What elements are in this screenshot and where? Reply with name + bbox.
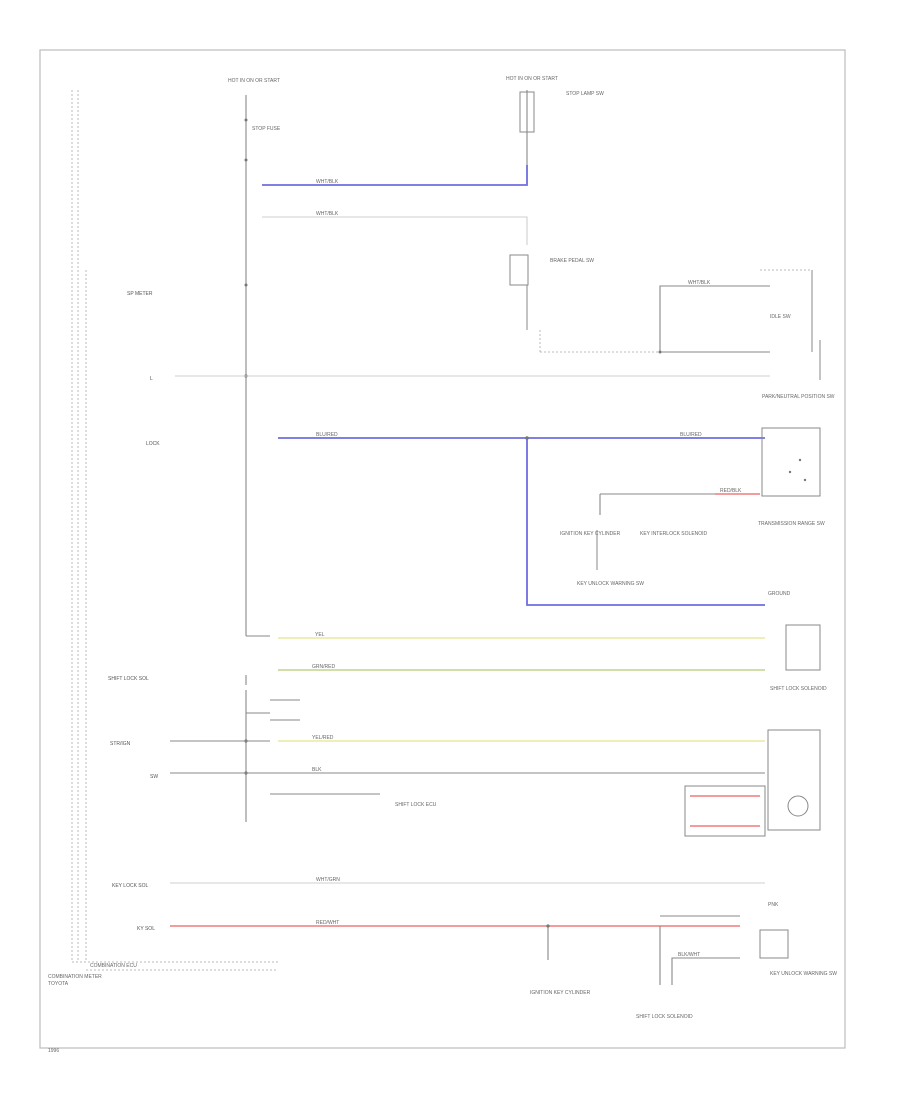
stop-lamp-sw-label: STOP LAMP SW — [566, 91, 604, 97]
wire-label-5: BLU/RED — [680, 432, 702, 438]
side-key-lock: KEY LOCK SOL — [112, 883, 149, 889]
ignition-cyl-label: IGNITION KEY CYLINDER — [560, 531, 621, 537]
trans-range-sw — [761, 427, 821, 497]
ecu-label-1: COMBINATION ECU — [90, 963, 137, 969]
side-lock: LOCK — [146, 441, 160, 447]
wire-label-10: BLK — [312, 767, 322, 773]
brake-sw-label: BRAKE PEDAL SW — [550, 258, 594, 264]
pnk-label: PNK — [768, 902, 779, 908]
wire-label-4: BLU/RED — [316, 432, 338, 438]
wire-label-6: RED/BLK — [720, 488, 742, 494]
ground-label: GROUND — [768, 591, 791, 597]
side-shift-lock: SHIFT LOCK SOL — [108, 676, 149, 682]
wire-label-3: WHT/BLK — [688, 280, 711, 286]
wire-label-7: YEL — [315, 632, 325, 638]
ecu-label-3: TOYOTA — [48, 981, 69, 987]
wire-label-1: WHT/BLK — [316, 179, 339, 185]
idle-sw-label: IDLE SW — [770, 314, 791, 320]
side-sw: SW — [150, 774, 158, 780]
ecu-box-label: SHIFT LOCK ECU — [395, 802, 437, 808]
key-unlock-sw — [759, 929, 789, 959]
side-sp-meter: SP METER — [127, 291, 153, 297]
wire-label-12: RED/WHT — [316, 920, 339, 926]
ecu-boundary — [71, 90, 278, 971]
stop-fuse-label: STOP FUSE — [252, 126, 281, 132]
key-reminder-label: KEY UNLOCK WARNING SW — [577, 581, 644, 587]
top-fuse-label: HOT IN ON OR START — [506, 76, 558, 82]
trans-sw-label: TRANSMISSION RANGE SW — [758, 521, 825, 527]
hot-fuse-label: HOT IN ON OR START — [228, 78, 280, 84]
lower-box-label: SHIFT LOCK SOLENOID — [636, 1014, 693, 1020]
wire-label-2: WHT/BLK — [316, 211, 339, 217]
ecu-box — [767, 729, 821, 831]
shift-lock-sol-label: SHIFT LOCK SOLENOID — [770, 686, 827, 692]
key-cyl-lower-label: IGNITION KEY CYLINDER — [530, 990, 591, 996]
key-interlock-label: KEY INTERLOCK SOLENOID — [640, 531, 708, 537]
side-l: L — [150, 376, 153, 382]
wire-label-8: GRN/RED — [312, 664, 335, 670]
footer-mark: 1996 — [48, 1048, 59, 1054]
wire-label-11: WHT/GRN — [316, 877, 340, 883]
wire-label-13: BLK/WHT — [678, 952, 700, 958]
key-sw-label: KEY UNLOCK WARNING SW — [770, 971, 837, 977]
wire-top-blue — [262, 165, 528, 186]
brake-pedal-sw — [509, 254, 529, 286]
side-str-ign: STR/IGN — [110, 741, 131, 747]
side-ky-sol: KY SOL — [137, 926, 155, 932]
park-neutral-label: PARK/NEUTRAL POSITION SW — [762, 394, 835, 400]
ecu-label-2: COMBINATION METER — [48, 974, 102, 980]
shift-lock-sol — [785, 624, 821, 671]
wire-label-9: YEL/RED — [312, 735, 334, 741]
diagram-border — [39, 49, 846, 1049]
